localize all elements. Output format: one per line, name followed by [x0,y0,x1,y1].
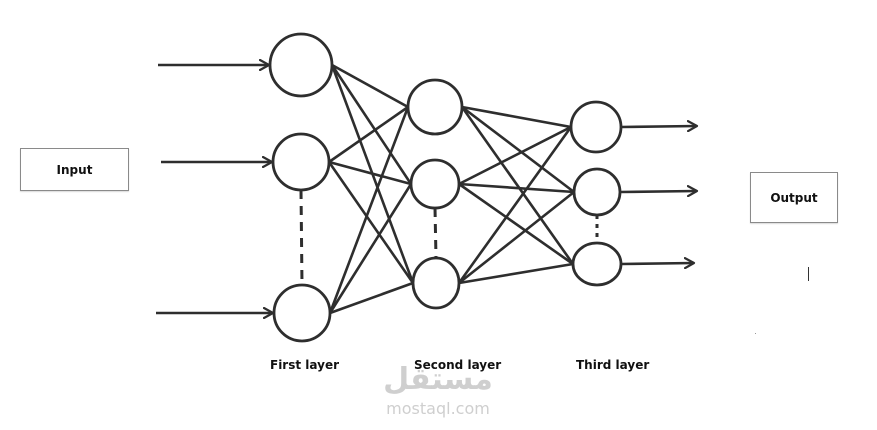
layer-2-node-3 [411,256,461,310]
watermark-domain: mostaql.com [386,399,490,418]
first-layer-label: First layer [270,358,340,372]
layer-2-ellipsis-dashes [433,207,438,259]
connection-l2n1-l3n2 [460,105,576,194]
arrows-group [156,65,697,313]
connection-l2n2-l3n1 [457,125,573,186]
connection-l2n3-l3n1 [457,125,573,285]
output-arrow-2 [619,191,697,192]
nodes-group [268,32,623,343]
connections-group [327,63,576,315]
connection-l1n3-l2n1 [328,105,410,315]
connection-l2n2-l3n2 [457,182,576,194]
connection-l1n2-l2n1 [327,105,410,164]
connection-l1n1-l2n2 [330,63,413,186]
connection-l2n1-l3n1 [460,105,573,129]
connection-l2n3-l3n2 [457,190,576,285]
layer-3-node-1 [569,100,623,154]
layer-1-node-3 [272,283,332,343]
stray-tick-mark [808,267,809,281]
watermark-arabic: مستقل [383,362,493,397]
layer-1-ellipsis-dashes [299,189,304,286]
output-label: Output [770,190,818,205]
output-box: Output [750,172,838,223]
layer-1-node-1 [268,32,334,98]
connection-l1n1-l2n1 [330,63,410,109]
connection-l2n2-l3n3 [457,182,575,266]
connection-l2n3-l3n3 [457,262,575,285]
input-label: Input [56,162,93,177]
input-box: Input [20,148,129,191]
layer-1-node-2 [271,132,331,192]
layer-2-node-2 [409,158,461,210]
output-arrow-3 [620,263,694,264]
connection-l1n3-l2n3 [328,281,415,315]
output-arrow-1 [620,126,697,127]
connection-l1n3-l2n2 [328,182,413,315]
layer-2-node-1 [406,78,464,136]
connection-l2n1-l3n3 [460,105,575,266]
stray-dot-mark [755,333,756,334]
third-layer-label: Third layer [576,358,650,372]
layer-3-node-3 [571,241,623,287]
second-layer-label: Second layer [414,358,502,372]
layer-3-node-2 [572,167,622,217]
connection-l1n2-l2n3 [327,160,415,285]
connection-l1n2-l2n2 [327,160,413,186]
ellipsis-group [299,189,599,286]
